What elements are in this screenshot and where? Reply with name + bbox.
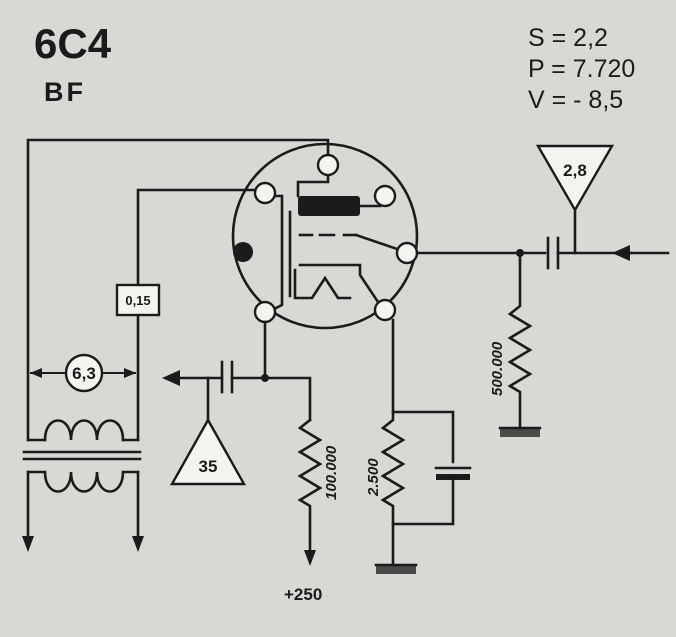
output-capacitance-triangle [169,417,247,486]
pin-6 [373,298,397,322]
transformer-primary [26,470,140,493]
pin-3 [373,184,397,208]
cathode-circuit: 2.500 [365,318,472,574]
plate-resistor [297,418,323,554]
input-capacitance-label: 2,8 [563,161,587,180]
heater-current-box [115,283,161,317]
tube-name: 6C4 [34,20,112,67]
input-arrow [612,245,630,261]
tube-index-dot [233,242,253,262]
heater-voltage-circle [64,353,104,393]
heater-wiring: 0,15 6,3 [26,138,330,442]
tube-envelope [231,142,419,330]
supply-label: +250 [284,585,322,604]
heater-voltage-label: 6,3 [72,364,96,383]
transformer-secondary [43,419,125,442]
heater-current-label: 0,15 [125,293,150,308]
tube-use: BF [44,77,86,107]
pin-4 [395,241,419,265]
grid-resistor-label: 500.000 [489,341,506,396]
tube-cathode [298,263,382,307]
cathode-resistor [380,410,406,567]
tube-symbol [231,142,419,330]
output-capacitance-label: 35 [199,457,218,476]
param-s: S = 2,2 [528,24,608,52]
grid-circuit: 2,8 500.000 [415,144,670,437]
output-arrow [162,370,180,386]
pin-1 [316,153,340,177]
grid-resistor [507,251,533,430]
tube-filament [298,196,360,216]
transformer [22,419,144,552]
input-capacitance-triangle [535,144,615,213]
pin-2 [253,181,277,205]
cathode-resistor-label: 2.500 [365,458,382,497]
plate-circuit: 35 100.000 +250 [162,320,340,604]
pin-5 [253,300,277,324]
param-p: P = 7.720 [528,55,635,83]
param-v: V = - 8,5 [528,86,623,114]
plate-resistor-label: 100.000 [323,445,340,500]
